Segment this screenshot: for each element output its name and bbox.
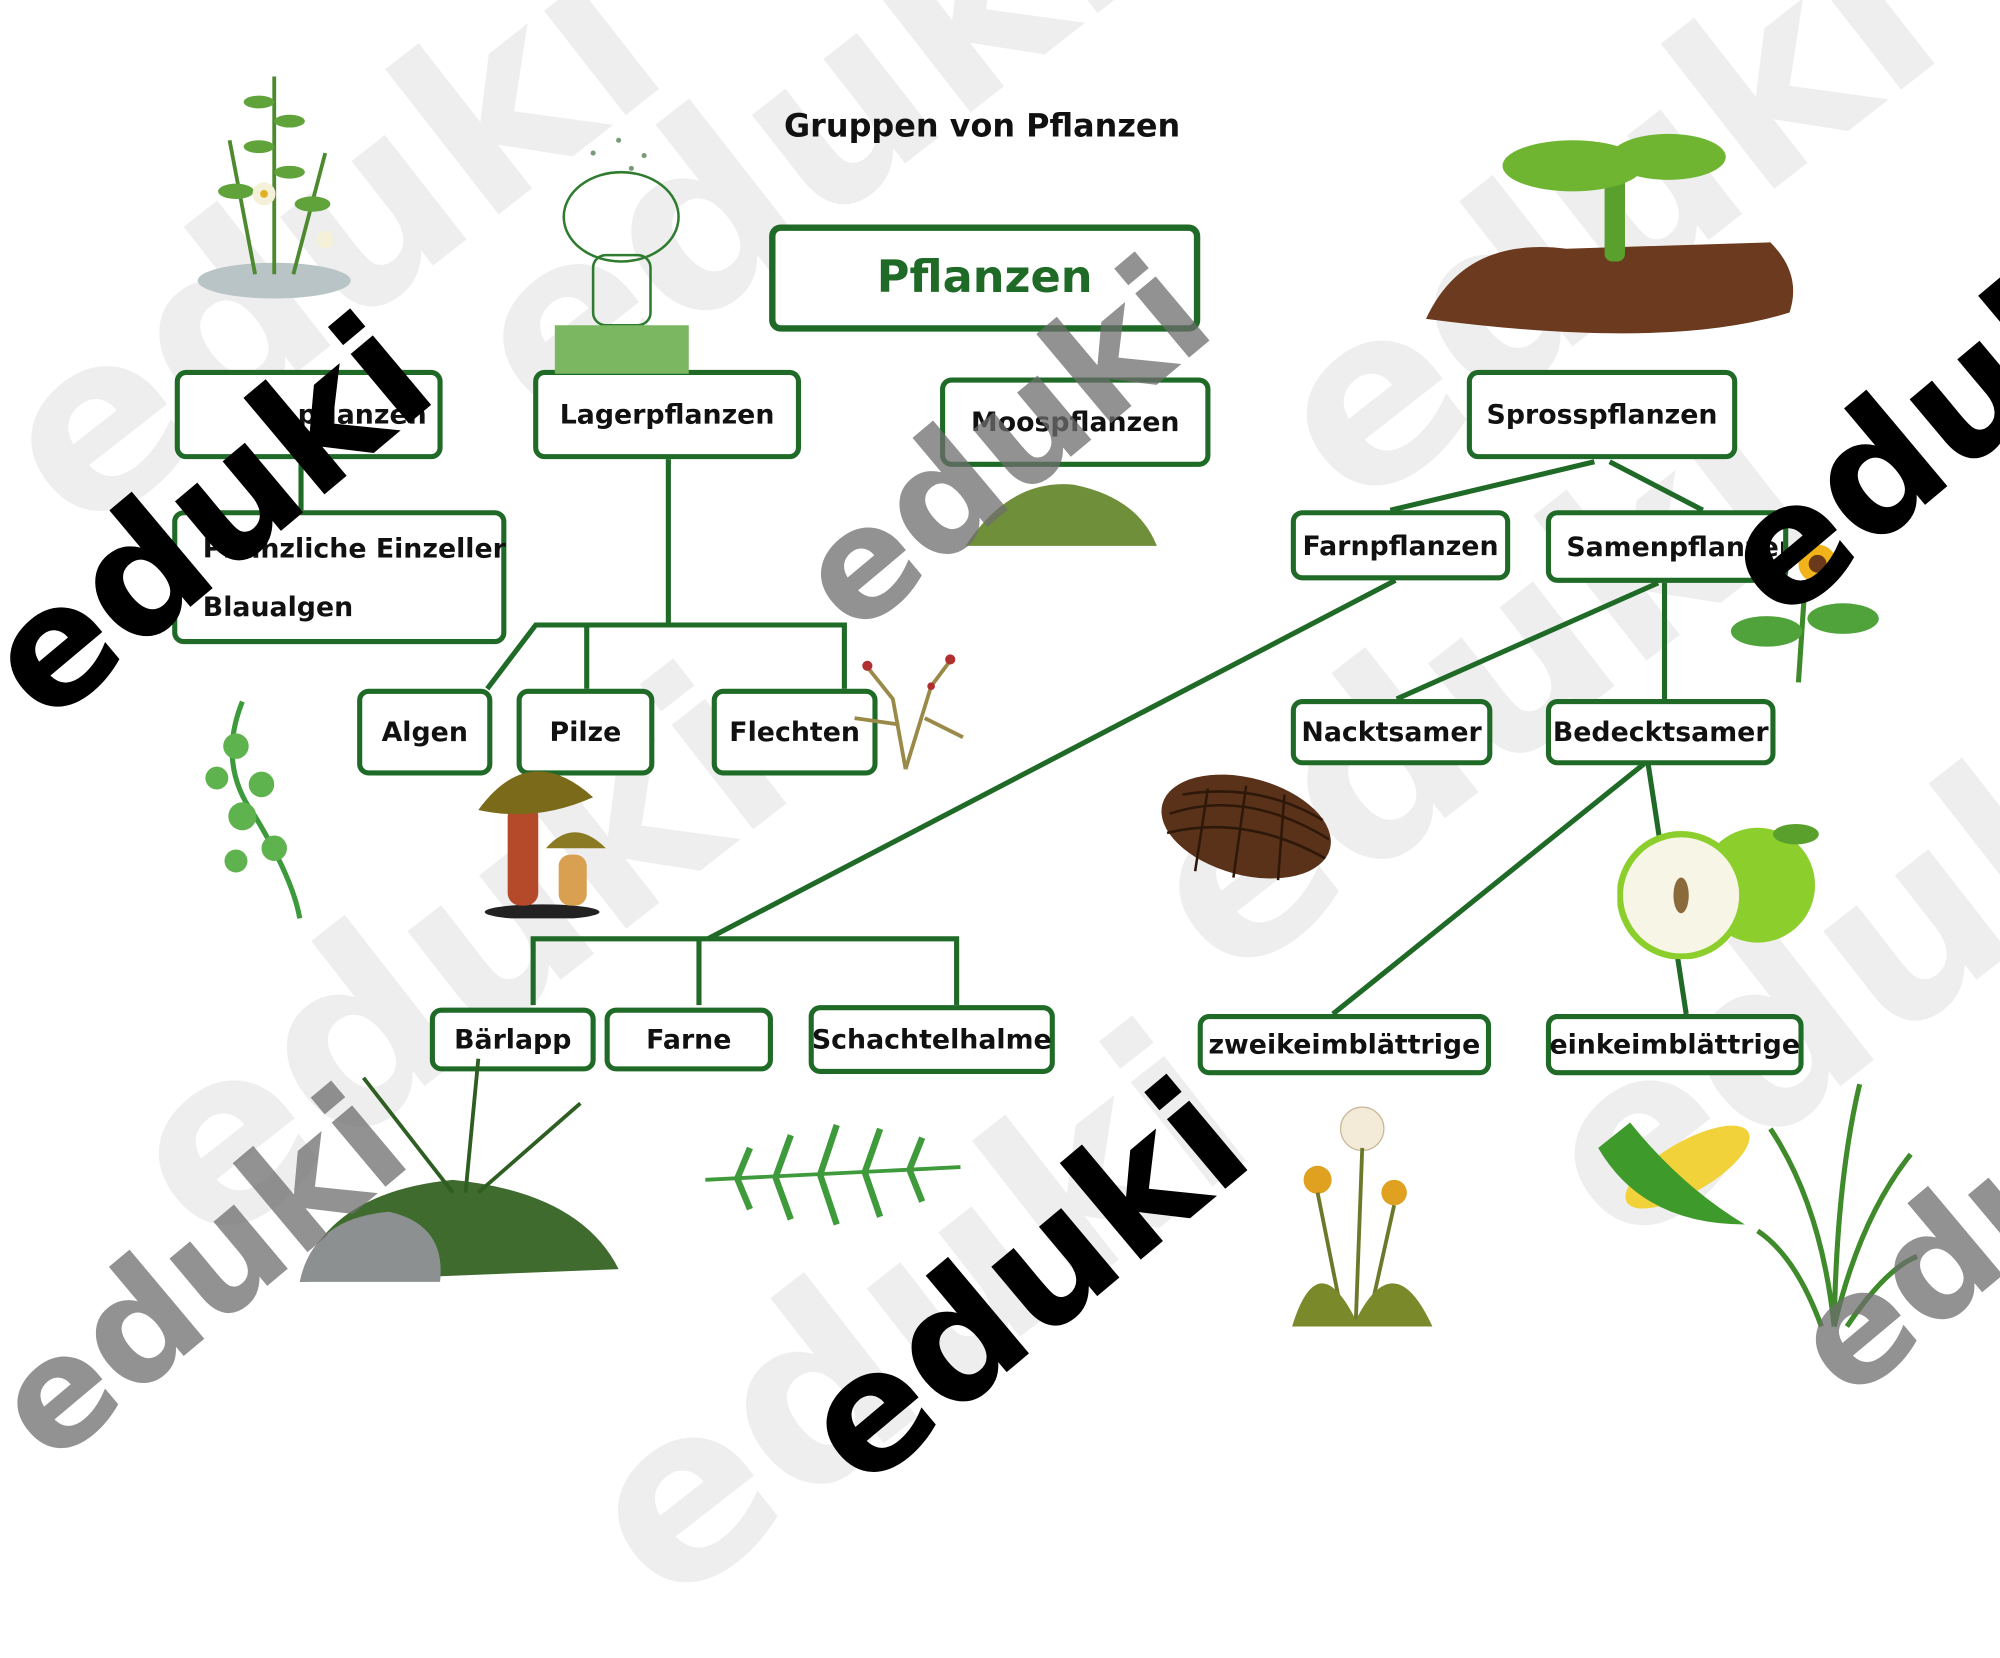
node-label-blaualgen: Blaualgen <box>202 591 354 622</box>
node-farnpflanzen: Farnpflanzen <box>1290 510 1511 581</box>
node-moospflanzen: Moospflanzen <box>940 377 1211 467</box>
node-zweikeimblaettrige: zweikeimblättrige <box>1197 1014 1492 1076</box>
node-sprosspflanzen: Sprosspflanzen <box>1466 369 1738 460</box>
node-schachtelhalme: Schachtelhalme <box>808 1005 1055 1074</box>
node-bedecktsamer: Bedecktsamer <box>1545 698 1776 766</box>
fern-bush-icon <box>299 1058 619 1282</box>
node-algen: Algen <box>357 688 493 776</box>
grass-icon <box>1756 1083 1919 1328</box>
node-nacktsamer: Nacktsamer <box>1290 698 1493 766</box>
dandelion-icon <box>1292 1106 1433 1327</box>
node-pilze: Pilze <box>516 688 655 776</box>
node-label: ...pflanzen <box>267 399 427 430</box>
node-samenpflanzen: Samenpflanzen <box>1545 510 1789 583</box>
node-einzeller: Pflanzliche Einzeller Blaualgen <box>172 510 507 645</box>
seedling-icon <box>1426 133 1794 334</box>
pine-cone-icon <box>1161 774 1331 881</box>
root-node-pflanzen: Pflanzen <box>769 224 1201 332</box>
corn-icon <box>1598 1122 1750 1225</box>
node-baerlapp: Bärlapp <box>429 1007 596 1072</box>
lichen-icon <box>854 654 964 770</box>
node-flechten: Flechten <box>711 688 878 776</box>
green-alga-icon <box>205 700 303 919</box>
puffball-mushroom-icon <box>554 137 689 374</box>
node-algenpflanzen: ...pflanzen <box>174 369 443 460</box>
node-farne: Farne <box>604 1007 773 1072</box>
sunflower-icon <box>1730 544 1879 683</box>
apple-icon <box>1617 823 1819 960</box>
page-title: Gruppen von Pflanzen <box>783 107 1181 145</box>
node-einkeimblaettrige: einkeimblättrige <box>1545 1014 1804 1076</box>
node-lagerpflanzen: Lagerpflanzen <box>533 369 802 460</box>
fern-leaf-icon <box>705 1123 961 1226</box>
moss-stone-icon <box>965 484 1157 546</box>
herb-plant-icon <box>197 76 351 299</box>
node-label-einzeller: Pflanzliche Einzeller <box>202 532 506 564</box>
boletus-mushroom-icon <box>478 771 606 919</box>
